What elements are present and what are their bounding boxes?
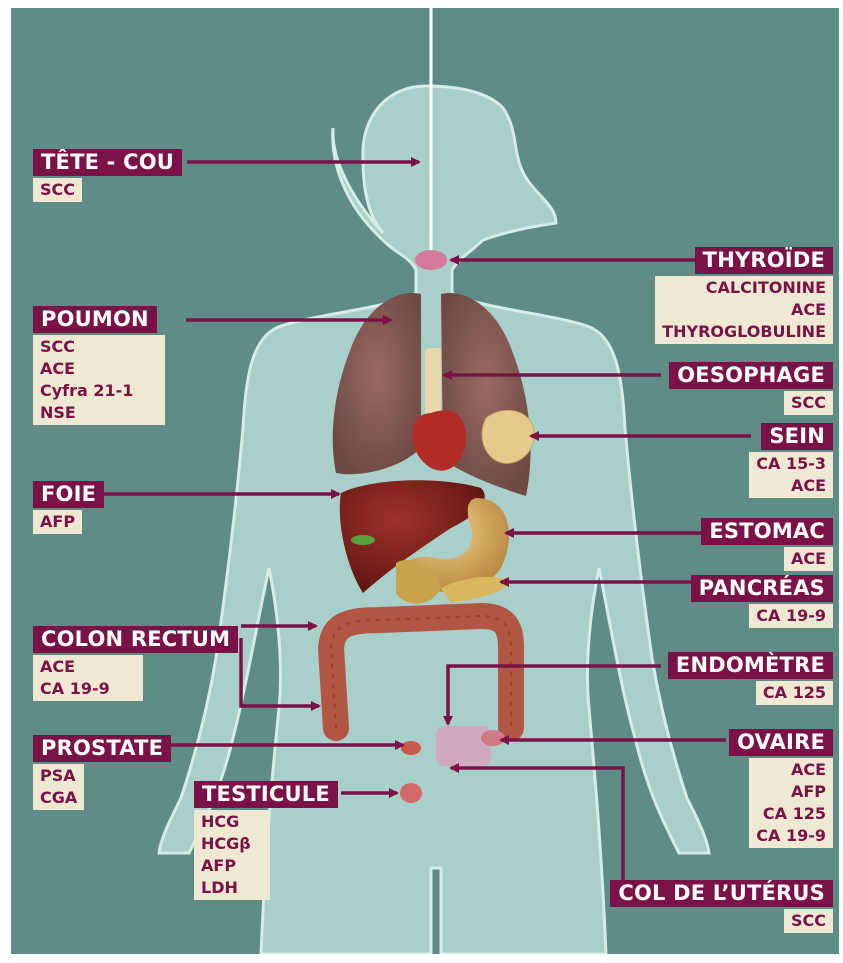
- marker-item: ACE: [662, 299, 826, 321]
- marker-item: CGA: [40, 787, 77, 809]
- label-thyroide: THYROÏDE: [695, 247, 833, 274]
- markers-endometre: CA 125: [756, 681, 833, 705]
- ovary-shape: [481, 730, 505, 746]
- label-endometre: ENDOMÈTRE: [668, 652, 833, 679]
- marker-item: HCG: [201, 811, 263, 833]
- marker-item: CALCITONINE: [662, 277, 826, 299]
- label-testicule: TESTICULE: [194, 781, 338, 808]
- markers-tete-cou: SCC: [33, 178, 82, 202]
- label-estomac: ESTOMAC: [701, 518, 833, 545]
- marker-item: AFP: [201, 855, 263, 877]
- label-col-uterus: COL DE L’UTÉRUS: [610, 880, 833, 907]
- marker-item: ACE: [791, 548, 826, 570]
- markers-pancreas: CA 19-9: [749, 604, 833, 628]
- marker-item: CA 15-3: [756, 453, 826, 475]
- uterus-shape: [436, 726, 491, 766]
- label-ovaire: OVAIRE: [729, 729, 833, 756]
- marker-item: ACE: [40, 656, 136, 678]
- marker-item: SCC: [791, 910, 826, 932]
- diagram-panel: TÊTE - COU SCC POUMON SCC ACE Cyfra 21-1…: [11, 8, 839, 954]
- markers-poumon: SCC ACE Cyfra 21-1 NSE: [33, 335, 165, 425]
- marker-item: SCC: [40, 179, 75, 201]
- marker-item: Cyfra 21-1: [40, 380, 158, 402]
- markers-col-uterus: SCC: [784, 909, 833, 933]
- label-poumon: POUMON: [33, 306, 157, 333]
- markers-thyroide: CALCITONINE ACE THYROGLOBULINE: [655, 276, 833, 344]
- markers-foie: AFP: [33, 510, 82, 534]
- marker-item: CA 125: [756, 803, 826, 825]
- marker-item: CA 19-9: [756, 825, 826, 847]
- marker-item: SCC: [791, 392, 826, 414]
- label-tete-cou: TÊTE - COU: [33, 149, 182, 176]
- prostate-shape: [401, 741, 421, 755]
- marker-item: NSE: [40, 402, 158, 424]
- label-prostate: PROSTATE: [33, 735, 171, 762]
- thyroid-shape: [415, 250, 447, 270]
- markers-prostate: PSA CGA: [33, 764, 84, 810]
- markers-estomac: ACE: [784, 547, 833, 571]
- label-foie: FOIE: [33, 481, 104, 508]
- marker-item: PSA: [40, 765, 77, 787]
- marker-item: AFP: [756, 781, 826, 803]
- marker-item: LDH: [201, 877, 263, 899]
- markers-sein: CA 15-3 ACE: [749, 452, 833, 498]
- marker-item: AFP: [40, 511, 75, 533]
- marker-item: ACE: [756, 759, 826, 781]
- marker-item: HCGβ: [201, 833, 263, 855]
- label-pancreas: PANCRÉAS: [691, 575, 833, 602]
- marker-item: SCC: [40, 336, 158, 358]
- label-oesophage: OESOPHAGE: [669, 362, 833, 389]
- markers-ovaire: ACE AFP CA 125 CA 19-9: [749, 758, 833, 848]
- marker-item: ACE: [756, 475, 826, 497]
- marker-item: CA 125: [763, 682, 826, 704]
- testicle-shape: [400, 783, 422, 803]
- marker-item: THYROGLOBULINE: [662, 321, 826, 343]
- markers-oesophage: SCC: [784, 391, 833, 415]
- marker-item: ACE: [40, 358, 158, 380]
- label-colon-rectum: COLON RECTUM: [33, 626, 238, 653]
- markers-testicule: HCG HCGβ AFP LDH: [194, 810, 270, 900]
- marker-item: CA 19-9: [756, 605, 826, 627]
- markers-colon-rectum: ACE CA 19-9: [33, 655, 143, 701]
- label-sein: SEIN: [761, 423, 833, 450]
- marker-item: CA 19-9: [40, 678, 136, 700]
- gallbladder-shape: [351, 535, 375, 545]
